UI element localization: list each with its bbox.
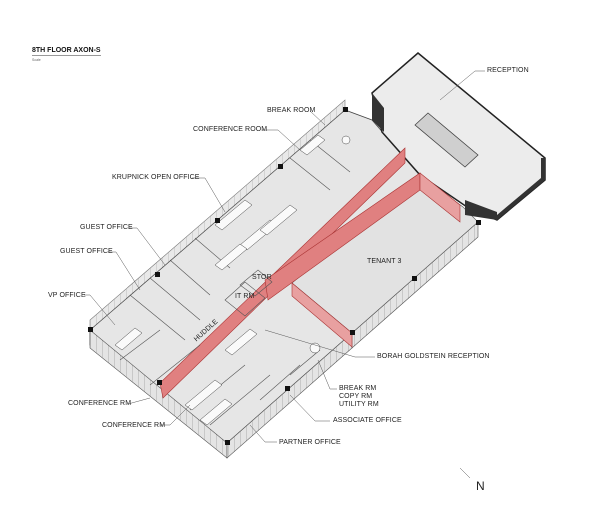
label-reception: RECEPTION [487,67,529,74]
corridor-wall-short [291,282,353,348]
label-copy-rm: COPY RM [339,393,373,400]
scale-note: Scale [32,58,41,62]
label-conference-room: CONFERENCE ROOM [193,126,268,133]
label-krupnick-open-office: KRUPNICK OPEN OFFICE [112,174,200,181]
structural-columns [88,107,481,445]
furniture [114,134,351,426]
label-utility-rm: UTILITY RM [339,401,379,408]
corridor-wall-end [419,172,461,223]
label-guest-office-1: GUEST OFFICE [80,224,133,231]
label-partner-office: PARTNER OFFICE [279,439,341,446]
label-it-rm: IT RM [235,293,255,300]
label-break-rm: BREAK RM [339,385,377,392]
facade-northwest [89,99,346,331]
label-guest-office-2: GUEST OFFICE [60,248,113,255]
label-borah-goldstein-reception: BORAH GOLDSTEIN RECEPTION [377,353,490,360]
drawing-title: 8TH FLOOR AXON-S [32,47,101,56]
reception-dark-wall-south [465,200,497,220]
label-break-room: BREAK ROOM [267,107,316,114]
leader-lines [84,70,485,479]
label-vp-office: VP OFFICE [48,292,86,299]
interior-partitions [119,139,351,426]
label-conference-rm-1: CONFERENCE RM [68,400,132,407]
reception-dark-wall-east [497,158,545,220]
label-conference-rm-2: CONFERENCE RM [102,422,166,429]
reception-desk [414,112,479,168]
north-arrow-label: N [476,479,485,493]
label-associate-office: ASSOCIATE OFFICE [333,417,402,424]
label-stor: STOR [252,274,272,281]
reception-dark-wall [372,93,384,132]
label-tenant-3: TENANT 3 [367,258,402,265]
